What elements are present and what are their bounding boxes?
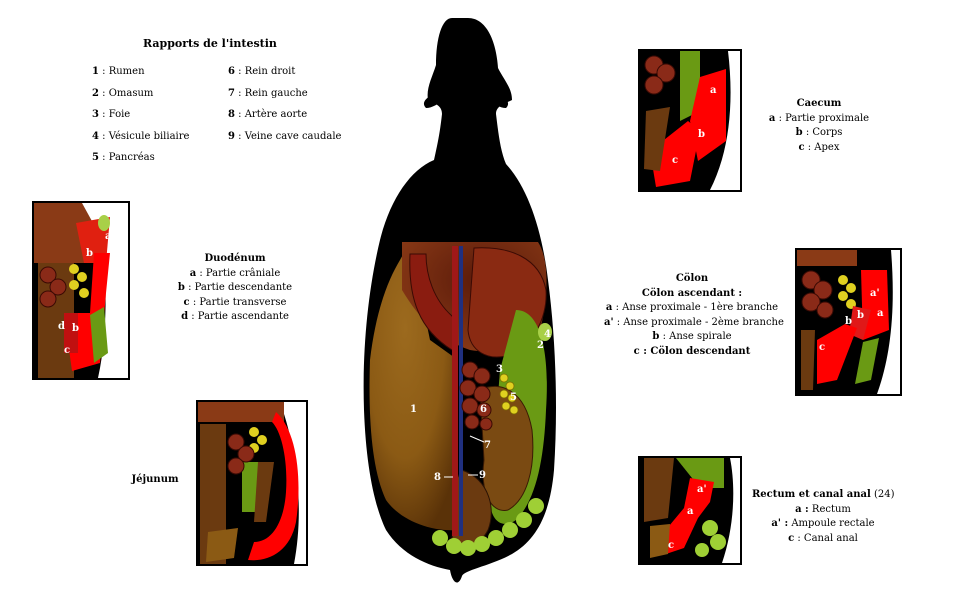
legend-item: 2 : Omasum (92, 88, 154, 99)
duodenum-label-b2: b (72, 323, 79, 334)
caecum-line: b : Corps (795, 127, 843, 138)
legend-item: 3 : Foie (92, 109, 131, 120)
label-7: 7 (484, 440, 491, 451)
label-9: 9 (479, 470, 486, 481)
jejunum-caption: Jéjunum (118, 473, 192, 488)
aorta (452, 246, 458, 536)
gall-bladder (538, 323, 552, 341)
label-6: 6 (480, 404, 487, 415)
rectum-line: a : Rectum (795, 503, 851, 515)
legend-item: 1 : Rumen (92, 66, 145, 77)
label-4: 4 (544, 329, 551, 340)
legend-item: 7 : Rein gauche (228, 88, 308, 99)
caecum-line: c : Apex (798, 141, 840, 153)
label-3: 3 (496, 364, 503, 375)
rectum-title-line: Rectum et canal anal (24) (752, 489, 895, 500)
label-8: 8 (434, 472, 441, 483)
duodenum-line: b : Partie descendante (177, 282, 293, 293)
legend-item: 9 : Veine cave caudale (228, 131, 342, 142)
legend-item: 8 : Artère aorte (228, 109, 308, 120)
colon-label-a2: a' (870, 288, 880, 299)
pancreas (499, 373, 519, 415)
colon-inset: a' a b b c (795, 248, 902, 396)
caecum-label-b: b (698, 129, 705, 140)
rectum-line: a' : Ampoule rectale (771, 518, 875, 529)
rectum-inset: a' a c (638, 456, 742, 565)
colon-line: a : Anse proximale - 1ère branche (605, 302, 779, 313)
duodenum-line: a : Partie crâniale (189, 267, 281, 279)
rectum-line: c : Canal anal (788, 532, 858, 544)
ear-right (488, 92, 509, 108)
duodenum-label-d: d (58, 321, 65, 332)
caecum-label-a: a (710, 85, 717, 96)
label-1: 1 (410, 404, 417, 415)
ear-left (423, 92, 444, 108)
colon-label-b: b (857, 310, 864, 321)
colon-line: b : Anse spirale (652, 331, 732, 342)
colon-line: a' : Anse proximale - 2ème branche (604, 316, 784, 328)
jejunum-title: Jéjunum (131, 474, 179, 485)
colon-subtitle: Cölon ascendant : (641, 287, 743, 299)
duodenum-line: c : Partie transverse (183, 296, 287, 308)
duodenum-title: Duodénum (204, 253, 266, 264)
label-2: 2 (537, 340, 544, 351)
duodenum-line: d : Partie ascendante (181, 311, 289, 322)
kidney-right (459, 361, 493, 431)
rectum-label-a: a (687, 506, 694, 517)
colon-title: Cölon (675, 273, 709, 284)
duodenum-label-a: a (105, 231, 112, 242)
rectum-label-c: c (668, 540, 674, 551)
duodenum-inset: a b b d c (32, 201, 130, 380)
caecum-line: a : Partie proximale (768, 112, 870, 124)
caecum-title: Caecum (796, 98, 842, 109)
rectum-label-a2: a' (697, 484, 707, 495)
colon-label-b2: b (845, 316, 852, 327)
colon-caption: Cölon Cölon ascendant : a : Anse proxima… (604, 272, 784, 359)
rectum-caption: Rectum et canal anal (24) a : Rectum a' … (752, 488, 895, 546)
mesentery (432, 498, 544, 556)
caecum-label-c: c (672, 155, 678, 166)
jejunum-inset (196, 400, 308, 566)
duodenum-label-c: c (64, 345, 70, 356)
legend-item: 6 : Rein droit (228, 66, 296, 77)
colon-label-a: a (877, 308, 884, 319)
colon-label-c: c (819, 342, 825, 353)
legend-title: Rapports de l'intestin (143, 37, 277, 50)
rumen (369, 242, 458, 531)
colon-line-last: c : Cölon descendant (633, 345, 751, 357)
duodenum-label-b: b (86, 248, 93, 259)
legend-item: 4 : Vésicule biliaire (92, 131, 190, 142)
pointer-7 (469, 435, 485, 443)
duodenum-caption: Duodénum a : Partie crâniale b : Partie … (160, 252, 310, 325)
caecum-caption: Caecum a : Partie proximale b : Corps c … (760, 97, 878, 155)
legend-item: 5 : Pancréas (92, 152, 155, 163)
caecum-inset: a b c (638, 49, 742, 192)
cow-abdomen-diagram: 1 2 3 4 5 6 7 8 9 (363, 18, 556, 583)
label-5: 5 (510, 392, 517, 403)
